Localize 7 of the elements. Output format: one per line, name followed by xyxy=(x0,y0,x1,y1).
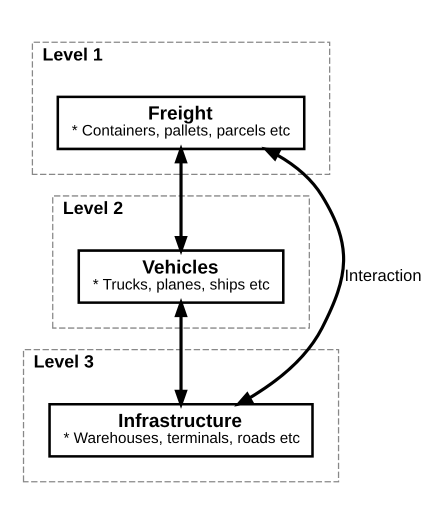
arrow xyxy=(174,298,188,408)
node-box: Infrastructure * Warehouses, terminals, roads etc xyxy=(48,402,314,458)
node-box: Freight * Containers, pallets, parcels etc xyxy=(56,95,306,150)
node-box: Vehicles * Trucks, planes, ships etc xyxy=(78,248,285,304)
arrow xyxy=(234,146,346,406)
edge-label: Interaction xyxy=(344,266,422,284)
arrow xyxy=(174,144,188,255)
